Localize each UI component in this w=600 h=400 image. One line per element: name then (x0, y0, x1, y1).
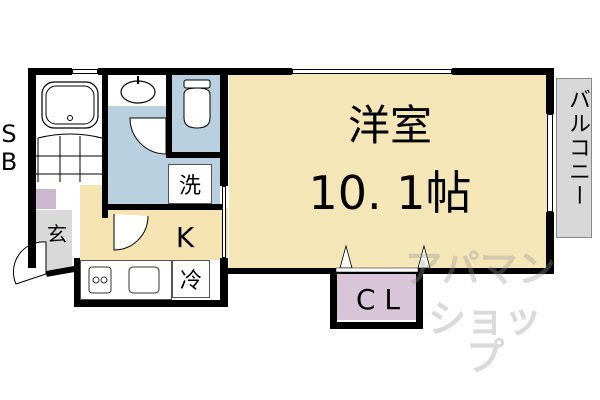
washbasin-icon (120, 76, 156, 104)
wall-kitchen-bottom (74, 300, 228, 307)
bathroom-label-s: S (1, 120, 17, 148)
shoe-box (36, 189, 56, 209)
sliding-door-kitchen[interactable] (222, 186, 226, 258)
bathtub-icon (36, 81, 103, 182)
window-balcony-door[interactable] (547, 114, 553, 212)
wall-top-mid (98, 68, 292, 75)
wall-closet-left (330, 268, 337, 328)
wall-right-top (546, 68, 554, 114)
balcony-label: バルコニー (565, 88, 590, 208)
closet (336, 270, 418, 320)
sink-icon (128, 266, 160, 294)
stove-icon (88, 266, 112, 294)
watermark-line1: アパマン (404, 247, 556, 291)
wall-left (28, 68, 36, 268)
wall-right-bottom (546, 212, 554, 274)
western-room-size: 10. 1帖 (308, 166, 472, 220)
washer-space: 洗 (168, 164, 212, 204)
toilet-icon (183, 79, 211, 129)
western-room-name: 洋室 (347, 101, 432, 150)
wall-wash-bottom (104, 204, 224, 210)
wall-wash-toilet (166, 68, 172, 158)
wall-toilet-bottom (166, 152, 222, 158)
closet-label: C L (355, 283, 401, 316)
window-room-top (292, 69, 452, 74)
kitchen-door-swing[interactable] (110, 212, 149, 252)
bathroom-label-b: B (0, 148, 18, 176)
wall-top-right (452, 68, 554, 75)
washroom-door-swing[interactable] (128, 116, 168, 156)
wall-kitchen-left (74, 258, 80, 306)
wall-room-left (220, 68, 228, 186)
watermark-line2: ショップ (427, 297, 542, 379)
wall-bath-right (102, 68, 108, 218)
balcony (552, 74, 596, 242)
wall-top-left (28, 68, 72, 75)
wall-kitchen-right (220, 258, 228, 306)
kitchen-label: K (175, 221, 195, 254)
entrance-label: 玄 (47, 222, 67, 246)
wall-closet-right (416, 268, 423, 328)
western-room (229, 74, 551, 270)
fridge-space: 冷 (172, 260, 210, 298)
closet-door-markers[interactable] (335, 244, 436, 273)
wall-closet-bottom (330, 322, 423, 329)
window-bath (72, 69, 98, 74)
